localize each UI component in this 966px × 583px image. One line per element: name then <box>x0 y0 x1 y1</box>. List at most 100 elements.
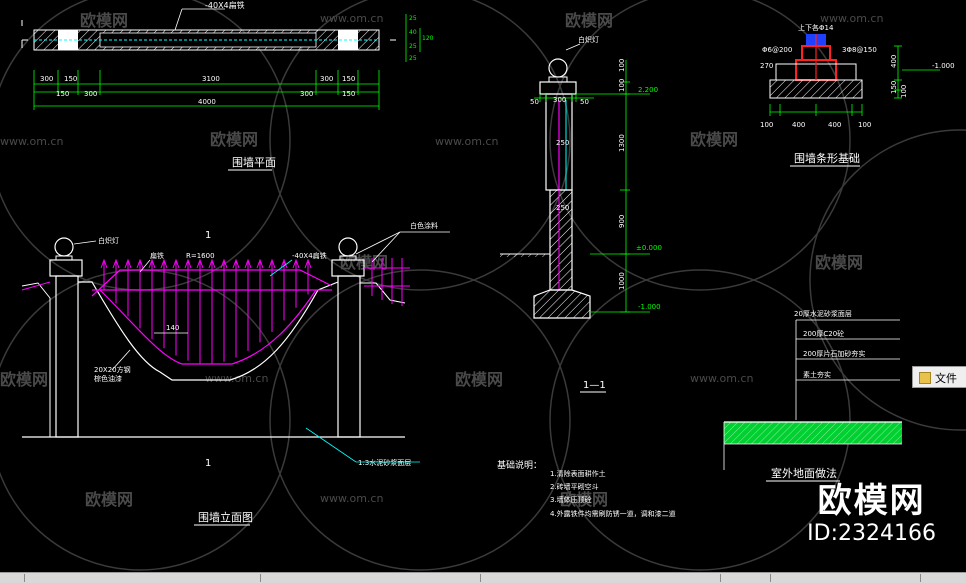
plan-dim: 150 <box>64 75 77 83</box>
plan-dim: 300 <box>320 75 333 83</box>
railing-picket-tip <box>220 258 228 269</box>
section-level: ±0.000 <box>636 244 662 252</box>
plan-side-dim: 40 <box>409 29 417 36</box>
plan-dim: 150 <box>342 90 355 98</box>
watermark-brand: 欧模网 <box>455 370 503 389</box>
elevation-paint-label: 白色涂料 <box>410 221 438 230</box>
plan-dim: 150 <box>56 90 69 98</box>
elevation-flat-iron-label: 扁铁 <box>150 251 164 260</box>
section-dim-inner: 250 <box>556 139 569 147</box>
ground-layer: 200厚C20砼 <box>803 329 844 338</box>
status-divider <box>260 574 261 582</box>
railing-picket-tip <box>184 258 192 269</box>
section-dim-top: 50 <box>530 98 539 106</box>
foundation-notes[interactable]: 基础说明： 1.清除表面耕作土 2.砖墙平砌空斗 3.墙体压顶砼 4.外露铁件均… <box>497 459 676 518</box>
footing-dim-right: 100 <box>900 85 908 98</box>
notes-item: 1.清除表面耕作土 <box>550 469 606 478</box>
railing-picket-tip <box>124 258 132 269</box>
plan-dim: 300 <box>84 90 97 98</box>
ground-layer: 200厚片石加砂夯实 <box>803 349 865 358</box>
railing-picket-tip <box>280 258 288 269</box>
railing-picket-tip <box>112 258 120 269</box>
elevation-title: 围墙立面图 <box>198 510 253 524</box>
brand-badge: 欧模网 ID:2324166 <box>807 482 936 548</box>
plan-total-dim: 4000 <box>198 98 216 106</box>
watermark-brand: 欧模网 <box>85 490 133 509</box>
ground-title: 室外地面做法 <box>771 466 837 480</box>
ground-layer: 素土夯实 <box>803 370 831 379</box>
footing-level: -1.000 <box>932 62 955 70</box>
status-divider <box>24 574 25 582</box>
status-divider <box>770 574 771 582</box>
ground-layer: 20厚水泥砂浆面层 <box>794 309 852 318</box>
railing-picket-tip <box>292 258 300 269</box>
watermark-brand: 欧模网 <box>815 253 863 272</box>
elevation-tube-paint: 棕色油漆 <box>94 374 122 383</box>
railing-picket-tip <box>148 258 156 269</box>
plan-dim: 3100 <box>202 75 220 83</box>
section-level: -1.000 <box>638 303 661 311</box>
notes-item: 4.外露铁件均需刷防锈一道，调和漆二道 <box>550 509 676 518</box>
plan-dim: 300 <box>40 75 53 83</box>
notes-item: 2.砖墙平砌空斗 <box>550 482 599 491</box>
plan-side-dim: 25 <box>409 43 417 50</box>
watermark-site: www.om.cn <box>0 135 63 148</box>
railing-picket-tip <box>268 258 276 269</box>
section-dim-top: 50 <box>580 98 589 106</box>
plan-side-dim: 120 <box>422 35 434 42</box>
section-dim-right: 100 <box>618 79 626 92</box>
section-lamp-label: 白炽灯 <box>578 35 599 44</box>
section-dim-right: 900 <box>618 215 626 228</box>
elevation-radius-label: R=1600 <box>186 252 215 260</box>
section-title: 1—1 <box>583 380 606 391</box>
footing-top-note: 上下各Φ14 <box>798 23 834 32</box>
elevation-view[interactable]: 白炽灯 扁铁 R=1600 -40X4扁铁 白色涂料 140 20X20方钢 棕… <box>21 221 450 526</box>
watermark-layer: 欧模网 www.om.cn 欧模网 www.om.cn www.om.cn 欧模… <box>0 11 883 509</box>
watermark-brand: 欧模网 <box>0 370 48 389</box>
railing-picket-tip <box>304 258 312 269</box>
footing-dim-right: 400 <box>890 55 898 68</box>
watermark-brand: 欧模网 <box>210 130 258 149</box>
railing-picket-tip <box>172 258 180 269</box>
folder-icon <box>919 372 931 384</box>
watermark-brand: 欧模网 <box>80 11 128 30</box>
watermark-brand: 欧模网 <box>690 130 738 149</box>
watermark-site: www.om.cn <box>320 492 383 505</box>
brand-name: 欧模网 <box>817 481 926 521</box>
footing-dim-bottom: 100 <box>760 121 773 129</box>
watermark-brand: 欧模网 <box>565 11 613 30</box>
railing-picket-tip <box>160 258 168 269</box>
elevation-cut-mark-top: 1 <box>205 230 211 241</box>
railing-picket-tip <box>244 258 252 269</box>
footing-dim-bottom: 400 <box>828 121 841 129</box>
section-view[interactable]: 白炽灯 50 300 <box>500 35 662 393</box>
footing-left-note: Φ6@200 <box>762 46 792 54</box>
ground-buildup-view[interactable]: 20厚水泥砂浆面层 200厚C20砼 200厚片石加砂夯实 素土夯实 室外地面做… <box>723 309 902 482</box>
model-id: ID:2324166 <box>807 521 936 546</box>
railing-picket-tip <box>136 258 144 269</box>
watermark-brand: 欧模网 <box>560 490 608 509</box>
plan-view[interactable]: -40X4扁铁 25 40 25 120 25 <box>22 0 434 171</box>
plan-title: 围墙平面 <box>232 155 276 169</box>
plan-dim: 300 <box>300 90 313 98</box>
railing-picket-tip <box>232 258 240 269</box>
plan-rail-note: -40X4扁铁 <box>205 0 245 10</box>
footing-dim-label: 270 <box>760 62 773 70</box>
railing-picket-tip <box>256 258 264 269</box>
railing-picket-tip <box>100 258 108 269</box>
elevation-render-label: 1:3水泥砂浆面层 <box>358 458 411 467</box>
status-divider <box>480 574 481 582</box>
elevation-cut-mark-bottom: 1 <box>205 458 211 469</box>
status-bar[interactable] <box>0 572 966 583</box>
watermark-site: www.om.cn <box>205 372 268 385</box>
section-dim-right: 1300 <box>618 134 626 152</box>
section-dim-right: 100 <box>618 59 626 72</box>
footing-view[interactable]: 上下各Φ14 Φ6@200 3Φ8@150 270 100 400 400 <box>760 23 955 167</box>
status-divider <box>720 574 721 582</box>
file-tab[interactable]: 文件 <box>912 366 966 388</box>
footing-dim-bottom: 100 <box>858 121 871 129</box>
railing-picket-tip <box>196 258 204 269</box>
footing-right-note: 3Φ8@150 <box>842 46 877 54</box>
